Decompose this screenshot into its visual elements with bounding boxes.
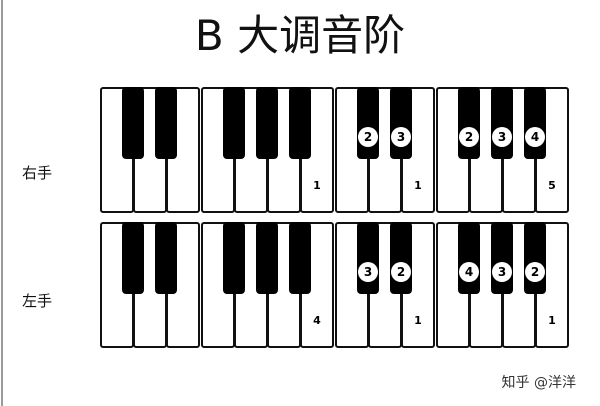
finger-number: 3 (492, 127, 512, 147)
finger-number: 1 (414, 179, 422, 192)
watermark: 知乎 @洋洋 (501, 375, 576, 391)
finger-number: 2 (358, 127, 378, 147)
black-key: 2 (524, 222, 546, 294)
black-key (223, 87, 245, 159)
finger-number: 1 (313, 179, 321, 192)
black-key (155, 222, 177, 294)
black-key: 4 (524, 87, 546, 159)
finger-number: 2 (391, 262, 411, 282)
finger-number: 1 (414, 314, 422, 327)
finger-number: 2 (525, 262, 545, 282)
black-key: 2 (357, 87, 379, 159)
black-key: 2 (458, 87, 480, 159)
black-key (223, 222, 245, 294)
finger-number: 3 (358, 262, 378, 282)
black-key (256, 87, 278, 159)
black-key: 4 (458, 222, 480, 294)
black-key (289, 87, 311, 159)
finger-number: 5 (548, 179, 556, 192)
image-border (1, 0, 3, 406)
black-key: 2 (390, 222, 412, 294)
black-key: 3 (491, 222, 513, 294)
black-key: 3 (390, 87, 412, 159)
finger-number: 2 (459, 127, 479, 147)
right-hand-label: 右手 (22, 164, 53, 182)
finger-number: 4 (459, 262, 479, 282)
black-key (155, 87, 177, 159)
black-key (289, 222, 311, 294)
finger-number: 1 (548, 314, 556, 327)
black-key (122, 87, 144, 159)
page-title: B 大调音阶 (194, 11, 406, 60)
left-hand-label: 左手 (22, 292, 53, 310)
finger-number: 4 (525, 127, 545, 147)
finger-number: 3 (492, 262, 512, 282)
black-key: 3 (357, 222, 379, 294)
black-key (122, 222, 144, 294)
black-key: 3 (491, 87, 513, 159)
black-key (256, 222, 278, 294)
finger-number: 4 (313, 314, 321, 327)
finger-number: 3 (391, 127, 411, 147)
